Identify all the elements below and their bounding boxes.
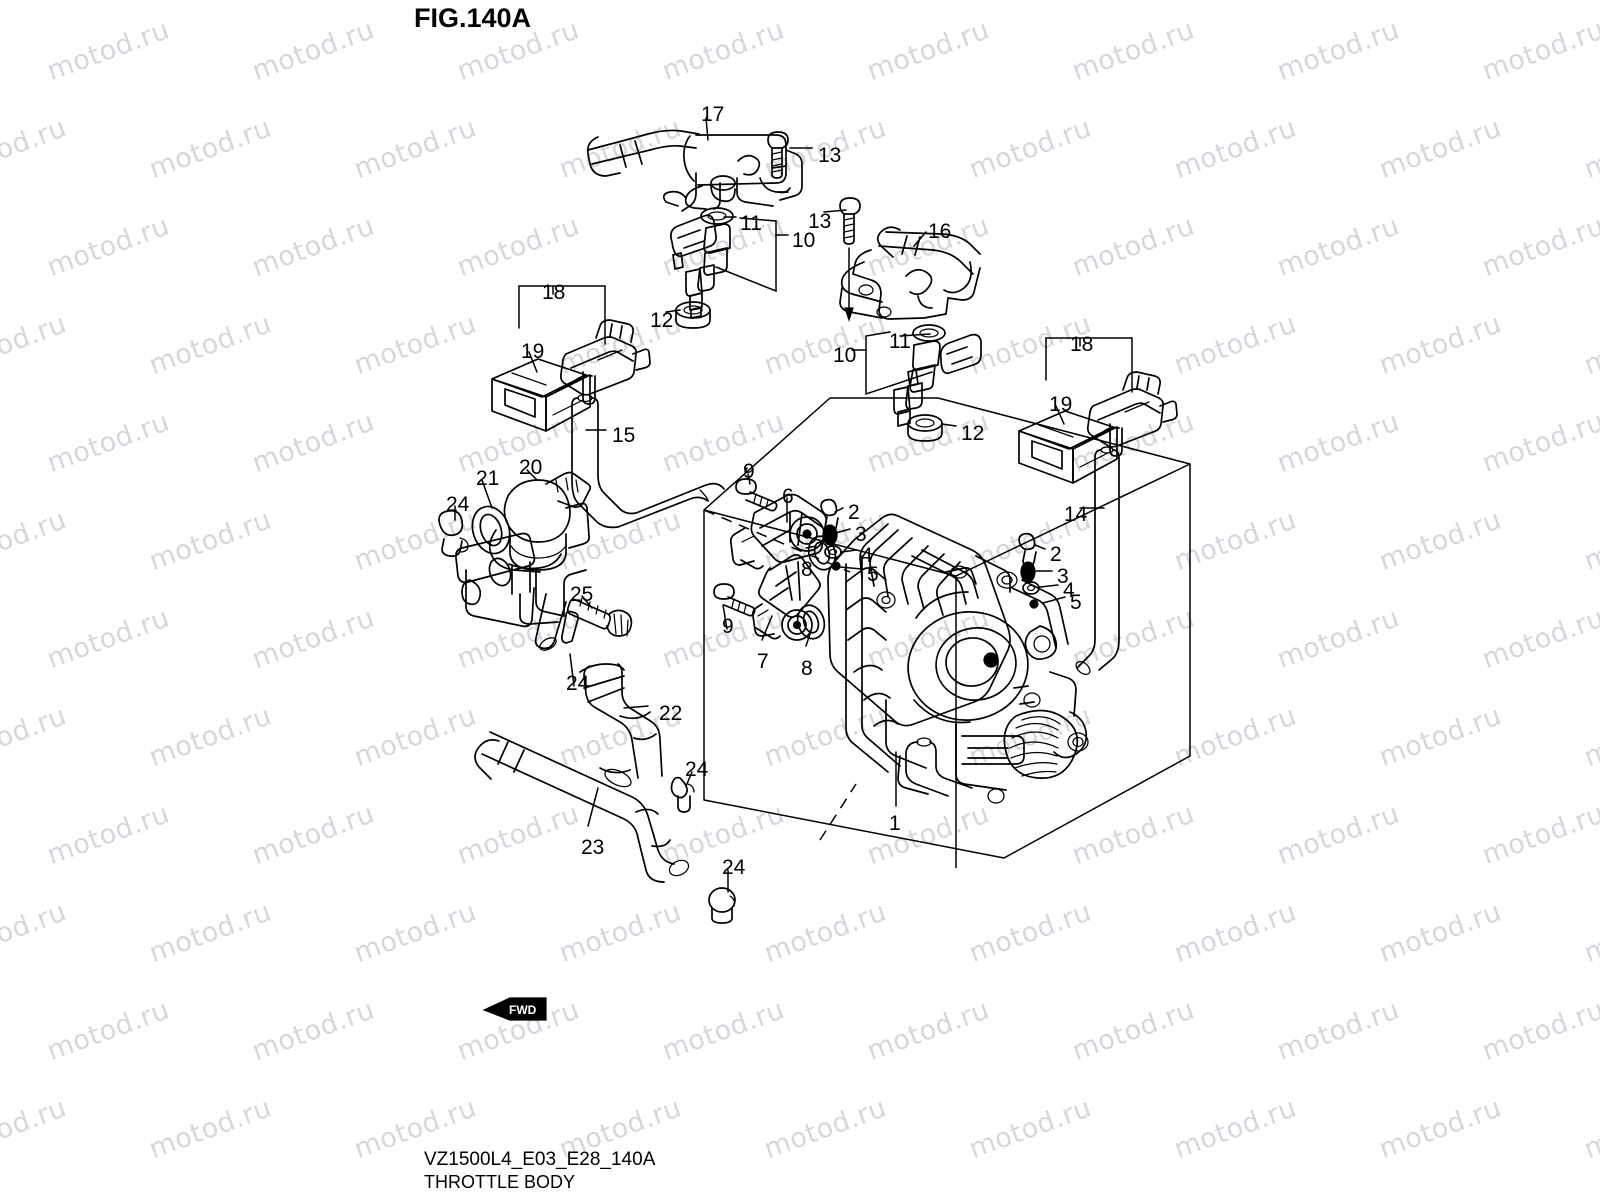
figure-title: FIG.140A — [414, 3, 532, 33]
callout-number-ball-right[interactable]: 5 — [1070, 591, 1082, 614]
callout-number-cap-a[interactable]: 24 — [446, 493, 470, 516]
callout-number-screw-isc[interactable]: 25 — [570, 583, 594, 606]
cap-24-a — [438, 509, 469, 557]
callout-number-fuel-injector-front[interactable]: 10 — [792, 229, 816, 252]
throttle-position-sensor-6 — [729, 493, 828, 570]
callout-number-injector-connector-left[interactable]: 18 — [542, 281, 566, 304]
assembly-outline-box — [703, 397, 1191, 868]
callout-number-hose-upper[interactable]: 22 — [659, 702, 683, 725]
callout-number-fuel-injector-rear[interactable]: 10 — [833, 344, 857, 367]
callout-number-vacuum-hose-right[interactable]: 14 — [1064, 503, 1088, 526]
callout-number-isc-valve[interactable]: 20 — [519, 456, 543, 479]
connector-housing-19-right — [1018, 410, 1118, 484]
callout-number-spring-left[interactable]: 3 — [855, 523, 867, 546]
cap-24-b — [560, 610, 579, 644]
bolt-13-rear — [839, 197, 861, 322]
injector-seal-12-front — [675, 301, 711, 329]
callout-number-throttle-body-assembly[interactable]: 1 — [889, 812, 901, 835]
callout-number-plug-left[interactable]: 2 — [848, 501, 860, 524]
callout-number-fuel-delivery-pipe-front[interactable]: 17 — [701, 103, 725, 126]
callout-number-bolt-front[interactable]: 13 — [818, 144, 842, 167]
fwd-label: FWD — [509, 1003, 537, 1017]
leader-lines — [454, 117, 1133, 893]
callout-number-hose-lower[interactable]: 23 — [581, 836, 605, 859]
callout-number-injector-seal-front[interactable]: 12 — [650, 309, 674, 332]
assembly-guide-lines — [703, 509, 857, 841]
screw-25 — [566, 597, 633, 637]
connector-housing-19-left — [491, 358, 591, 432]
screw-9-lower — [713, 583, 756, 617]
cap-24-d — [708, 887, 736, 924]
fwd-arrow-marker — [482, 997, 547, 1021]
callout-number-connector-housing-right[interactable]: 19 — [1049, 393, 1073, 416]
throttle-body-assembly-1 — [827, 513, 1089, 804]
screw-9-upper — [735, 467, 778, 512]
callout-number-bolt-rear[interactable]: 13 — [808, 210, 832, 233]
small-parts-left-2345 — [820, 498, 842, 571]
vacuum-hose-15 — [571, 393, 725, 529]
fuel-delivery-pipe-rear-16 — [839, 226, 981, 320]
bolt-13-front — [767, 131, 789, 179]
callout-number-ball-left[interactable]: 5 — [867, 563, 879, 586]
callout-number-vacuum-hose-left[interactable]: 15 — [612, 424, 636, 447]
callout-number-connector-housing-left[interactable]: 19 — [521, 340, 545, 363]
hose-22 — [579, 663, 663, 788]
o-ring-8-lower — [796, 604, 826, 640]
figure-footer: VZ1500L4_E03_E28_140A THROTTLE BODY — [424, 1148, 655, 1193]
cap-24-c — [670, 776, 695, 813]
figure-code: VZ1500L4_E03_E28_140A — [424, 1149, 656, 1170]
callout-number-injector-o-ring-rear[interactable]: 11 — [889, 330, 911, 353]
hose-23 — [474, 731, 690, 883]
callout-number-idle-speed-control-sensor[interactable]: 7 — [757, 650, 769, 673]
injector-o-ring-11-rear — [912, 324, 946, 342]
callout-number-washer-left[interactable]: 4 — [861, 544, 873, 567]
callout-number-injector-connector-right[interactable]: 18 — [1070, 333, 1094, 356]
callout-number-cap-d[interactable]: 24 — [722, 856, 746, 879]
callout-number-isc-valve-o-ring[interactable]: 21 — [476, 467, 500, 490]
fuel-injector-10-front — [670, 214, 731, 319]
isc-valve-o-ring-21 — [471, 505, 511, 555]
callout-number-cap-b[interactable]: 24 — [566, 672, 590, 695]
callout-number-injector-o-ring-front[interactable]: 11 — [740, 212, 762, 235]
callout-number-cap-c[interactable]: 24 — [685, 758, 709, 781]
callout-number-spring-right[interactable]: 3 — [1057, 565, 1069, 588]
fuel-delivery-pipe-front-17 — [586, 129, 803, 212]
callout-number-injector-seal-rear[interactable]: 12 — [961, 422, 985, 445]
figure-caption: THROTTLE BODY — [424, 1172, 576, 1192]
fuel-injector-10-rear — [893, 333, 982, 427]
sensor-7 — [751, 554, 821, 641]
callout-number-o-ring-lower[interactable]: 8 — [801, 657, 813, 680]
callout-number-plug-right[interactable]: 2 — [1050, 543, 1062, 566]
callout-number-screw-lower[interactable]: 9 — [722, 615, 734, 638]
injector-seal-12-rear — [907, 414, 943, 442]
vacuum-hose-14 — [1075, 446, 1120, 676]
callout-number-washer-right[interactable]: 4 — [1063, 579, 1075, 602]
callout-number-o-ring-upper[interactable]: 8 — [801, 558, 813, 581]
return-spring — [1003, 709, 1079, 779]
isc-valve-20 — [455, 471, 592, 651]
callout-number-screw-upper[interactable]: 9 — [743, 460, 755, 483]
callout-number-throttle-position-sensor[interactable]: 6 — [782, 485, 794, 508]
callout-number-fuel-delivery-pipe-rear[interactable]: 16 — [928, 220, 952, 243]
